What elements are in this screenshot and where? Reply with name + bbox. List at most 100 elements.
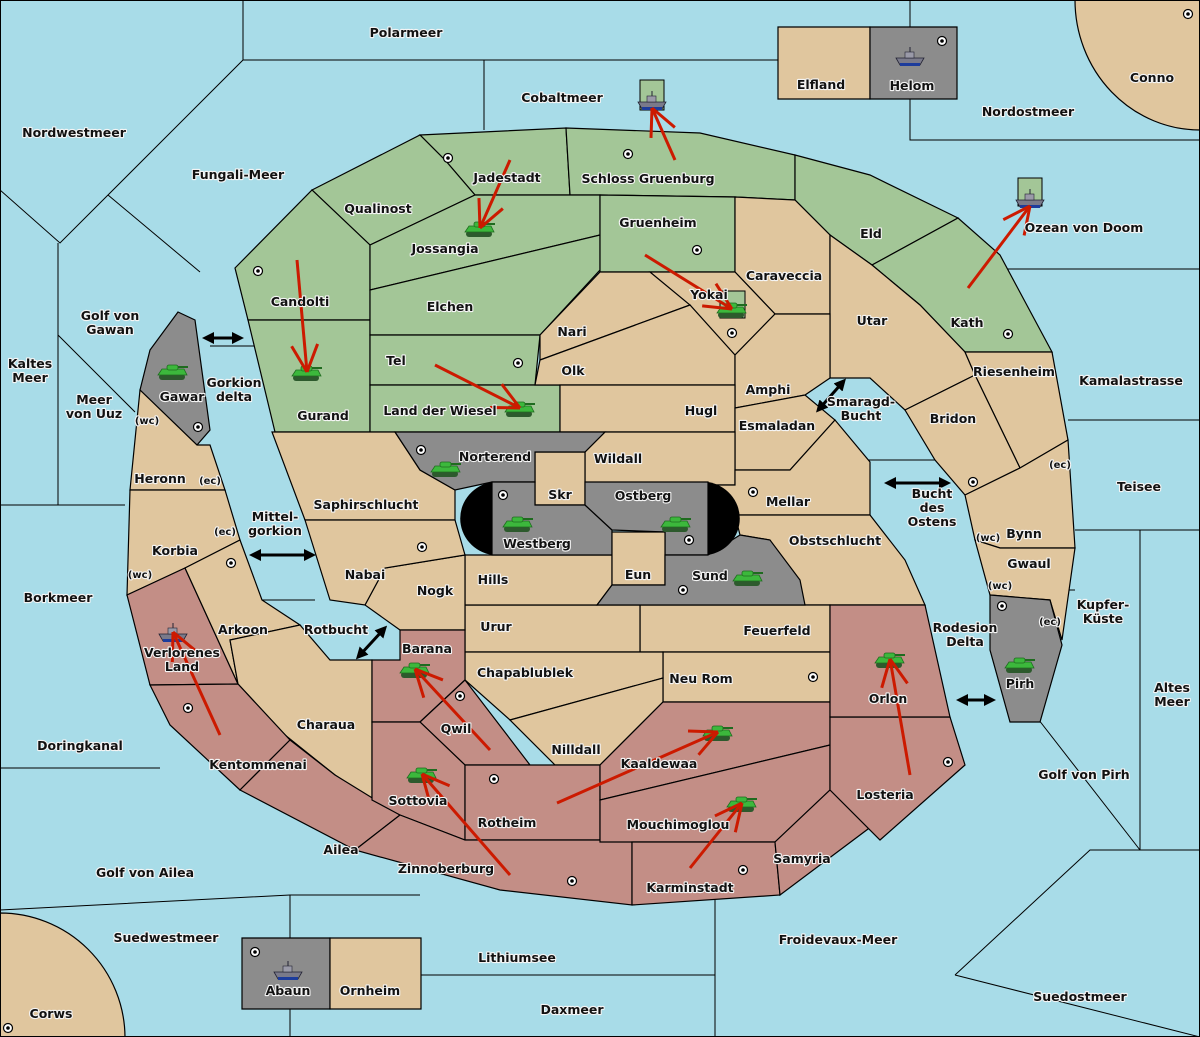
territory-gruenheim[interactable]	[599, 194, 736, 273]
territory-label: Urur	[480, 619, 512, 634]
sea-label: Borkmeer	[24, 590, 94, 605]
territory-label: Ailea	[323, 842, 358, 857]
territory-label: Chapablublek	[477, 665, 574, 680]
supply-centers	[2, 8, 1194, 1034]
territory-label: Gawar	[160, 389, 206, 404]
territory-label: Olk	[561, 363, 585, 378]
ship-icon[interactable]	[273, 961, 303, 980]
supply-center-icon	[192, 421, 204, 433]
territory-label: Candolti	[271, 294, 330, 309]
sea-label: Suedwestmeer	[114, 930, 220, 945]
sea-label: Golf von Pirh	[1038, 767, 1129, 782]
double-arrow-icon	[816, 378, 846, 413]
territory-label: Losteria	[856, 787, 913, 802]
supply-center-icon	[454, 690, 466, 702]
territory-label: Kentommenai	[209, 757, 307, 772]
sea-label: Teisee	[1117, 479, 1161, 494]
supply-center-icon	[683, 534, 695, 546]
coast-label: (wc)	[135, 416, 159, 427]
move-order-arrow	[644, 253, 734, 311]
move-order-arrow	[434, 363, 522, 410]
territory-label: Heronn	[134, 471, 186, 486]
territory-elchen[interactable]	[369, 234, 601, 336]
territory-label: Gruenheim	[619, 215, 696, 230]
territory-label: Elchen	[427, 299, 474, 314]
move-order-arrow	[477, 159, 512, 230]
territory-label: Nogk	[417, 583, 454, 598]
territory-label: Jossangia	[410, 241, 478, 256]
connections	[202, 332, 996, 706]
territory-label: Elfland	[797, 77, 845, 92]
territory-label: Saphirschlucht	[314, 497, 419, 512]
sea-label: Nordostmeer	[982, 104, 1075, 119]
move-order-arrow	[290, 259, 319, 373]
territory-label: Norterend	[459, 449, 531, 464]
territory-label: Zinnoberburg	[398, 861, 494, 876]
tank-icon[interactable]	[1004, 657, 1035, 673]
impassable-east-cap	[708, 482, 740, 555]
territory-label: Skr	[548, 487, 572, 502]
supply-center-icon	[936, 35, 948, 47]
territory-label: Pirh	[1006, 676, 1035, 691]
supply-center-icon	[1002, 328, 1014, 340]
coast-label: (wc)	[976, 533, 1000, 544]
tank-icon[interactable]	[430, 461, 461, 477]
supply-center-icon	[416, 541, 428, 553]
ship-icon[interactable]	[895, 47, 925, 66]
territory-label: Mellar	[766, 494, 811, 509]
sea-label: Polarmeer	[370, 25, 444, 40]
tank-icon[interactable]	[502, 516, 533, 532]
supply-center-icon	[249, 946, 261, 958]
territory-corws[interactable]	[0, 912, 126, 1037]
territory-label: Sund	[692, 568, 728, 583]
territory-label: Bridon	[930, 411, 976, 426]
territory-pirh[interactable]	[989, 594, 1063, 723]
supply-center-icon	[442, 152, 454, 164]
tank-icon[interactable]	[660, 516, 691, 532]
territory-ornheim[interactable]	[329, 937, 422, 1010]
territory-label: Gurand	[297, 408, 349, 423]
territory-label: Jadestadt	[472, 170, 540, 185]
supply-center-icon	[225, 557, 237, 569]
territory-label: Nilldall	[551, 742, 600, 757]
territory-label: Korbia	[152, 543, 198, 558]
territory-label: Mouchimoglou	[627, 817, 730, 832]
territory-nabai[interactable]	[304, 519, 466, 606]
territory-ailea[interactable]	[238, 739, 402, 851]
supply-center-icon	[566, 875, 578, 887]
supply-center-icon	[2, 1022, 14, 1034]
territory-nari[interactable]	[539, 271, 692, 361]
sea-border	[0, 0, 244, 244]
sea-label: Daxmeer	[540, 1002, 604, 1017]
territory-label: Esmaladan	[739, 418, 815, 433]
supply-center-icon	[737, 864, 749, 876]
territory-label: Helom	[890, 78, 935, 93]
territory-heronn[interactable]	[129, 388, 226, 491]
tank-icon[interactable]	[157, 364, 188, 380]
territory-label: Samyria	[773, 851, 831, 866]
territory-label: Karminstadt	[646, 880, 733, 895]
tank-icon[interactable]	[732, 570, 763, 586]
territory-conno[interactable]	[1074, 0, 1200, 131]
territory-label: Barana	[402, 641, 452, 656]
move-order-arrow	[966, 204, 1032, 289]
units	[157, 47, 1045, 980]
territory-label: Gwaul	[1007, 556, 1050, 571]
territory-label: Schloss Gruenburg	[581, 171, 714, 186]
supply-center-icon	[677, 584, 689, 596]
sea-label: Doringkanal	[37, 738, 123, 753]
territory-label: Corws	[30, 1006, 73, 1021]
territory-karminstadt[interactable]	[631, 841, 781, 906]
territory-label: Ostberg	[615, 488, 672, 503]
supply-center-icon	[182, 702, 194, 714]
territory-label: Conno	[1130, 70, 1175, 85]
move-order-arrow	[880, 658, 912, 776]
coast-label: (ec)	[1039, 617, 1061, 628]
coast-label: (ec)	[1049, 460, 1071, 471]
territory-label: Nari	[557, 324, 586, 339]
territory-label: Bynn	[1006, 526, 1041, 541]
